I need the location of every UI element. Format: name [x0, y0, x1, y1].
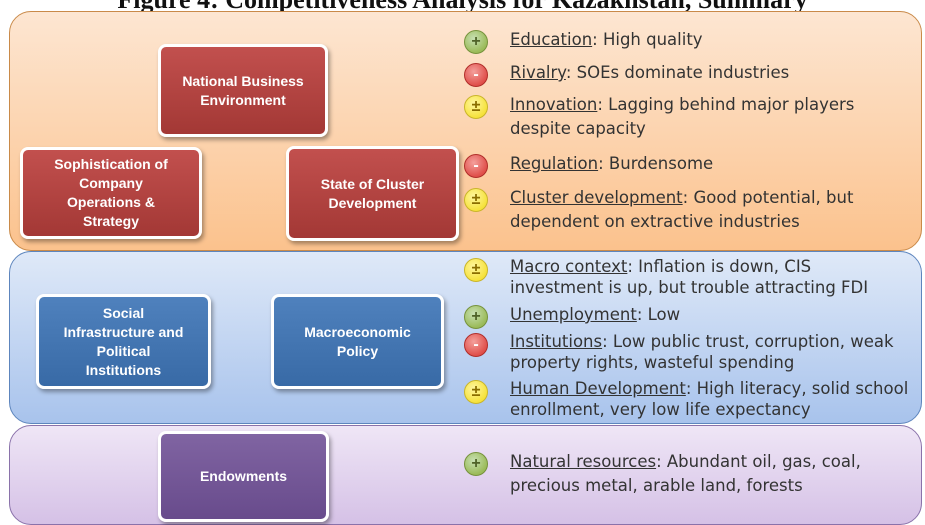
box-line: Policy [336, 342, 379, 359]
box-line: Company [79, 175, 143, 191]
cluster-development-box: State of Cluster Development [286, 146, 459, 241]
assessment-detail: : Burdensome [598, 154, 714, 173]
assessment-text: Regulation: Burdensome [510, 152, 713, 176]
box-line: State of Cluster [320, 175, 425, 192]
endowments-box: Endowments [158, 431, 329, 522]
title-strip: Figure 4: Competitiveness Analysis for K… [0, 0, 925, 14]
box-line: Operations & [67, 194, 155, 210]
assessment-label: Regulation [510, 154, 599, 173]
assessment-detail: : Abundant oil, gas, coal, precious meta… [510, 452, 861, 495]
assessment-detail: : Low public trust, corruption, weak pro… [510, 332, 894, 372]
plus-icon: + [464, 452, 488, 476]
plus-minus-icon: ± [464, 95, 488, 119]
assessment-label: Macro context [510, 257, 628, 276]
social-infrastructure-box: Social Infrastructure and Political Inst… [36, 294, 211, 389]
assessment-detail: : High literacy, solid school enrollment… [510, 379, 909, 419]
assessment-item-unemployment: + Unemployment: Low [464, 303, 914, 329]
assessment-text: Natural resources: Abundant oil, gas, co… [510, 450, 889, 498]
box-line: Institutions [85, 361, 162, 378]
box-line: National Business [182, 72, 304, 89]
box-line: Sophistication of [54, 156, 168, 172]
assessment-label: Cluster development [510, 188, 683, 207]
plus-minus-icon: ± [464, 188, 488, 212]
box-line: Environment [200, 91, 286, 108]
assessment-text: Human Development: High literacy, solid … [510, 378, 914, 420]
assessment-detail: : SOEs dominate industries [565, 63, 790, 82]
plus-minus-icon: ± [464, 380, 488, 404]
assessment-label: Rivalry [510, 63, 566, 82]
minus-icon: - [464, 63, 488, 87]
plus-icon: + [464, 30, 488, 54]
box-line: Social [102, 304, 145, 321]
assessment-item-rivalry: - Rivalry: SOEs dominate industries [464, 61, 914, 87]
assessment-item-natural-resources: + Natural resources: Abundant oil, gas, … [464, 450, 889, 498]
minus-icon: - [464, 333, 488, 357]
assessment-label: Human Development [510, 379, 686, 398]
box-line: Strategy [82, 213, 140, 229]
assessment-item-macro-context: ± Macro context: Inflation is down, CIS … [464, 256, 909, 298]
assessment-text: Education: High quality [510, 28, 703, 52]
box-line: Infrastructure and [63, 323, 184, 340]
assessment-label: Education [510, 30, 593, 49]
box-line: Development [328, 194, 417, 211]
assessment-detail: : Low [636, 305, 681, 324]
assessment-item-cluster-development: ± Cluster development: Good potential, b… [464, 186, 904, 234]
assessment-text: Innovation: Lagging behind major players… [510, 93, 864, 141]
assessment-text: Institutions: Low public trust, corrupti… [510, 331, 914, 373]
assessment-detail: : Lagging behind major players despite c… [510, 95, 855, 138]
assessment-text: Rivalry: SOEs dominate industries [510, 61, 789, 85]
assessment-text: Unemployment: Low [510, 303, 680, 327]
figure-title: Figure 4: Competitiveness Analysis for K… [0, 0, 925, 14]
plus-minus-icon: ± [464, 258, 488, 282]
assessment-label: Innovation [510, 95, 598, 114]
box-line: Political [96, 342, 151, 359]
assessment-item-regulation: - Regulation: Burdensome [464, 152, 914, 178]
assessment-label: Institutions [510, 332, 603, 351]
macroeconomic-policy-box: Macroeconomic Policy [271, 294, 444, 389]
minus-icon: - [464, 154, 488, 178]
assessment-item-institutions: - Institutions: Low public trust, corrup… [464, 331, 914, 373]
assessment-text: Cluster development: Good potential, but… [510, 186, 904, 234]
assessment-item-innovation: ± Innovation: Lagging behind major playe… [464, 93, 864, 141]
assessment-item-human-development: ± Human Development: High literacy, soli… [464, 378, 914, 420]
assessment-item-education: + Education: High quality [464, 28, 914, 54]
assessment-label: Unemployment [510, 305, 637, 324]
sophistication-box: Sophistication of Company Operations & S… [20, 147, 202, 239]
national-business-environment-box: National Business Environment [158, 44, 328, 137]
plus-icon: + [464, 305, 488, 329]
box-line: Macroeconomic [304, 323, 411, 340]
box-line: Endowments [199, 468, 288, 484]
assessment-detail: : Good potential, but dependent on extra… [510, 188, 854, 231]
assessment-text: Macro context: Inflation is down, CIS in… [510, 256, 909, 298]
assessment-label: Natural resources [510, 452, 657, 471]
assessment-detail: : Inflation is down, CIS investment is u… [510, 257, 869, 297]
assessment-detail: : High quality [592, 30, 703, 49]
